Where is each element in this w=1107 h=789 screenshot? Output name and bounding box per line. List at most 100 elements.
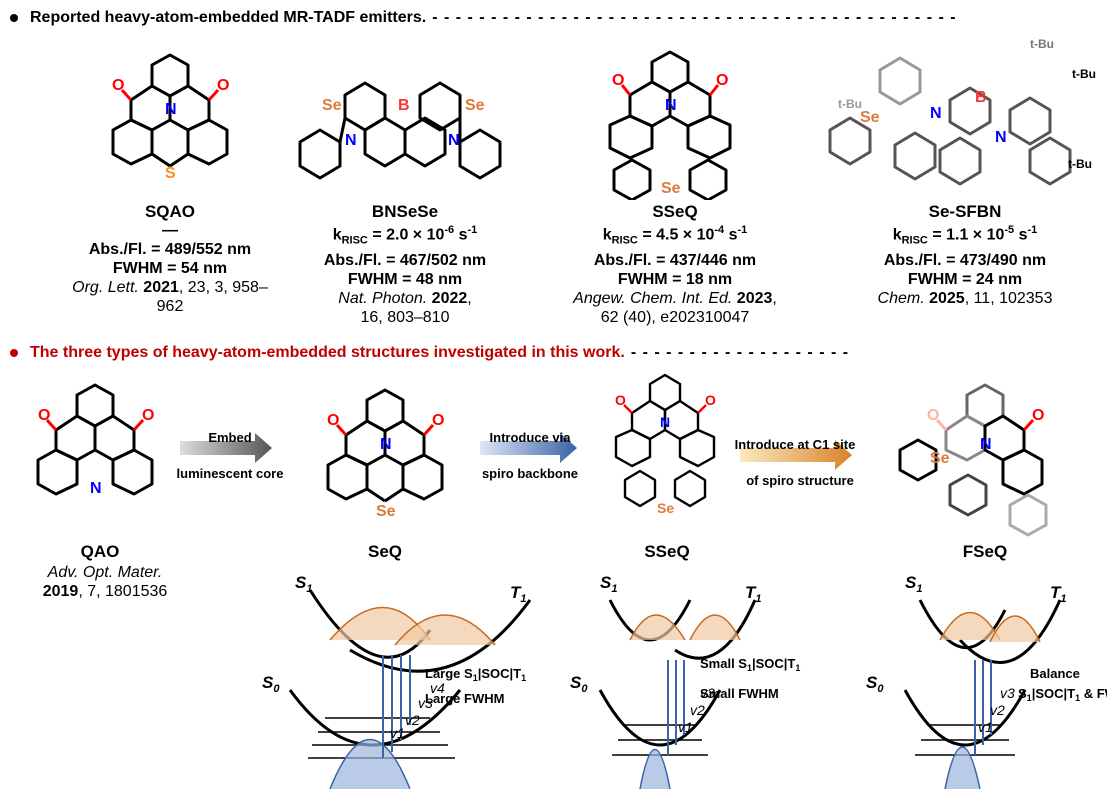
nitrogen-label: N bbox=[90, 480, 102, 497]
arrow-embed-icon bbox=[180, 433, 272, 463]
s1-label: S1 bbox=[295, 573, 312, 595]
tbu-label: t-Bu bbox=[1068, 157, 1092, 171]
s0-label: S0 bbox=[570, 673, 588, 695]
fwhm-line: FWHM = 54 nm bbox=[112, 260, 228, 277]
diagram-1 bbox=[288, 589, 532, 789]
balance-label: Balance bbox=[1030, 666, 1080, 681]
arrow-c1-icon bbox=[740, 440, 852, 470]
arrow-spiro-icon bbox=[480, 433, 577, 463]
seq-name: SeQ bbox=[367, 542, 403, 561]
arrow3-top-label: Introduce at C1 site bbox=[734, 437, 856, 452]
boron-label: B bbox=[975, 89, 987, 106]
oxygen-label: O bbox=[142, 407, 154, 424]
arrow1-top-label: Embed bbox=[208, 430, 252, 445]
soc-fwhm-label: S1|SOC|T1 & FWHM bbox=[1018, 686, 1107, 703]
reported-structures: O O N S Se B Se N N O O N Se t-Bu t-Bu t… bbox=[111, 37, 1096, 200]
nitrogen-label: N bbox=[345, 132, 357, 149]
bnsese-structure bbox=[298, 81, 502, 180]
arrow2-top-label: Introduce via bbox=[489, 430, 571, 445]
level-label: v2 bbox=[690, 702, 705, 718]
compound-name: BNSeSe bbox=[371, 202, 439, 221]
reference: Nat. Photon. 2022, bbox=[338, 289, 472, 307]
level-label: v4 bbox=[430, 680, 445, 696]
section2-title: The three types of heavy-atom-embedded s… bbox=[30, 344, 625, 361]
s0-label: S0 bbox=[866, 673, 884, 695]
section1-title: Reported heavy-atom-embedded MR-TADF emi… bbox=[30, 9, 427, 26]
arrow3-bottom-label: of spiro structure bbox=[746, 473, 854, 488]
diagram-2 bbox=[598, 599, 757, 789]
compound-name: SSeQ bbox=[652, 202, 698, 221]
level-label: v1 bbox=[978, 719, 993, 735]
oxygen-label: O bbox=[716, 72, 728, 89]
oxygen-label: O bbox=[112, 77, 124, 94]
oxygen-label: O bbox=[38, 407, 50, 424]
arrow2-bottom-label: spiro backbone bbox=[481, 466, 579, 481]
oxygen-label: O bbox=[927, 407, 939, 424]
nitrogen-label: N bbox=[448, 132, 460, 149]
krisc-line: kRISC = 2.0 × 10-6 s-1 bbox=[332, 224, 478, 247]
seq-structure bbox=[326, 388, 444, 503]
soc-label: Large S1|SOC|T1 bbox=[425, 666, 526, 683]
tbu-label: t-Bu bbox=[1072, 67, 1096, 81]
nitrogen-label: N bbox=[380, 436, 392, 453]
s1-label: S1 bbox=[905, 573, 922, 595]
selenium-label: Se bbox=[376, 503, 396, 520]
nitrogen-label: N bbox=[165, 101, 177, 118]
level-label: v3 bbox=[700, 685, 715, 701]
reference-line2: 62 (40), e202310047 bbox=[600, 308, 750, 326]
level-label: v1 bbox=[390, 725, 405, 741]
tbu-label: t-Bu bbox=[1030, 37, 1054, 51]
se-sfbn-caption: Se-SFBN kRISC = 1.1 × 10-5 s-1 Abs./Fl. … bbox=[845, 202, 1085, 308]
qao-structure bbox=[36, 383, 154, 496]
reference-line2: 16, 803–810 bbox=[360, 308, 450, 326]
fseq-name: FSeQ bbox=[962, 542, 1008, 561]
oxygen-label: O bbox=[217, 77, 229, 94]
level-label: v2 bbox=[990, 702, 1005, 718]
oxygen-label: O bbox=[612, 72, 624, 89]
qao-reference: Adv. Opt. Mater. 2019, 7, 1801536 bbox=[42, 564, 168, 600]
nitrogen-label: N bbox=[930, 105, 942, 122]
t1-label: T1 bbox=[745, 583, 762, 605]
s0-label: S0 bbox=[262, 673, 280, 695]
fwhm-label: Large FWHM bbox=[425, 691, 504, 706]
bullet-icon bbox=[10, 14, 18, 22]
fwhm-line: FWHM = 48 nm bbox=[347, 270, 463, 288]
sseq-structure bbox=[614, 373, 716, 508]
reference: Angew. Chem. Int. Ed. 2023, bbox=[573, 289, 777, 307]
fseq-structure bbox=[898, 383, 1048, 537]
section2-header: The three types of heavy-atom-embedded s… bbox=[10, 344, 849, 362]
fwhm-label: Small FWHM bbox=[700, 686, 779, 701]
diagram-3 bbox=[903, 599, 1062, 789]
nitrogen-label: N bbox=[660, 414, 670, 430]
selenium-label: Se bbox=[465, 97, 485, 114]
sqao-caption: SQAO — Abs./Fl. = 489/552 nm FWHM = 54 n… bbox=[60, 202, 280, 316]
work-structures: O O N O O N Se O O N Se O O N Se bbox=[36, 373, 1048, 537]
krisc-line: kRISC = 1.1 × 10-5 s-1 bbox=[892, 224, 1038, 247]
selenium-label: Se bbox=[657, 500, 674, 516]
level-label: v1 bbox=[678, 719, 693, 735]
se-sfbn-structure bbox=[828, 56, 1072, 186]
tbu-label: t-Bu bbox=[838, 97, 862, 111]
compound-name: SQAO bbox=[144, 202, 196, 221]
sseq-structure-top bbox=[608, 50, 732, 200]
compound-name: Se-SFBN bbox=[928, 202, 1002, 221]
soc-label: Small S1|SOC|T1 bbox=[700, 656, 800, 673]
selenium-label: Se bbox=[322, 97, 342, 114]
fwhm-line: FWHM = 24 nm bbox=[907, 270, 1023, 288]
sulfur-label: S bbox=[165, 165, 176, 182]
arrow1-bottom-label: luminescent core bbox=[176, 466, 284, 481]
selenium-label: Se bbox=[930, 450, 950, 467]
oxygen-label: O bbox=[705, 392, 716, 408]
absfl-line: Abs./Fl. = 489/552 nm bbox=[88, 241, 252, 258]
level-label: v2 bbox=[405, 712, 420, 728]
reference: Chem. 2025, 11, 102353 bbox=[877, 289, 1053, 307]
selenium-label: Se bbox=[661, 180, 681, 197]
section1-header: Reported heavy-atom-embedded MR-TADF emi… bbox=[10, 9, 957, 27]
nitrogen-label: N bbox=[980, 436, 992, 453]
dashed-divider: - - - - - - - - - - - - - - - - - - - bbox=[630, 344, 850, 361]
absfl-line: Abs./Fl. = 473/490 nm bbox=[883, 251, 1047, 269]
s1-label: S1 bbox=[600, 573, 617, 595]
nitrogen-label: N bbox=[995, 129, 1007, 146]
level-label: v3 bbox=[1000, 685, 1015, 701]
absfl-line: Abs./Fl. = 437/446 nm bbox=[593, 251, 757, 269]
